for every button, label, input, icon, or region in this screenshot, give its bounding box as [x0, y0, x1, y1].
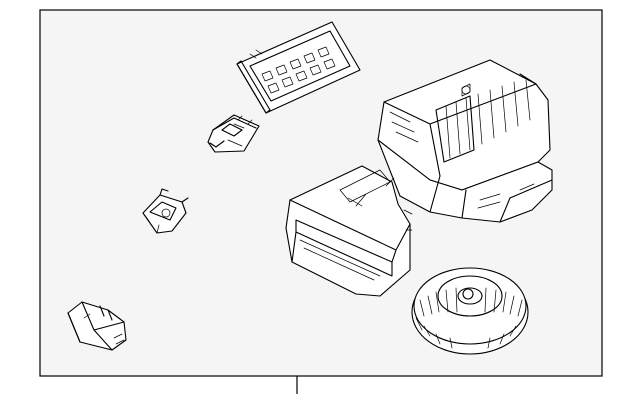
resistor-icon	[207, 114, 260, 153]
fan-icon	[411, 267, 529, 355]
housing-icon	[285, 59, 553, 297]
filter-icon	[236, 21, 361, 114]
actuator-icon	[142, 188, 189, 234]
servo-icon	[67, 301, 127, 351]
